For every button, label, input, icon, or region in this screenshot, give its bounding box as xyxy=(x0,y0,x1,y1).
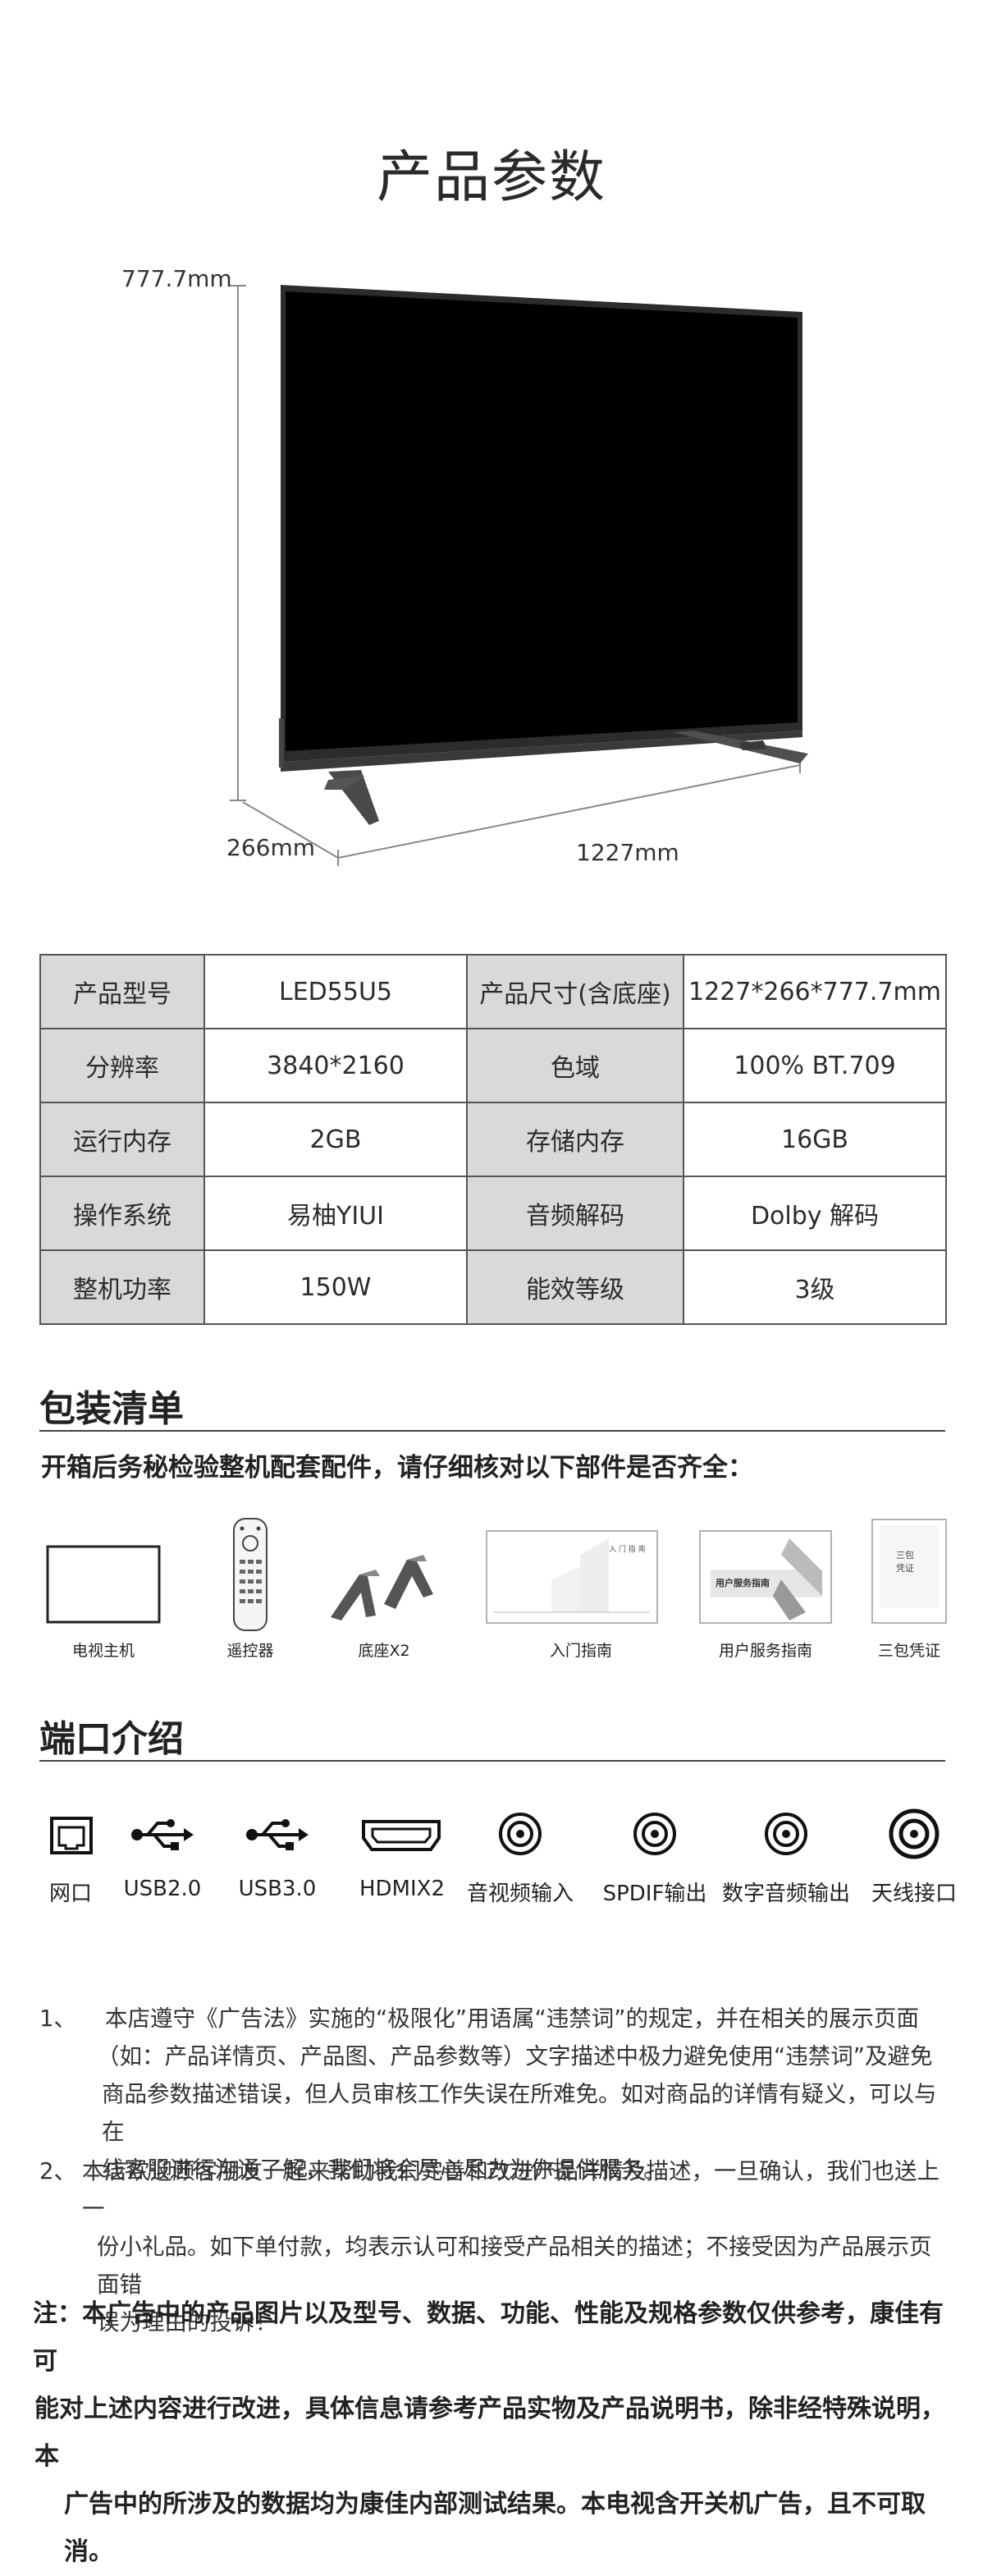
disclaimer: 注：本广告中的产品图片以及型号、数据、功能、性能及规格参数仅供参考，康佳有可 能… xyxy=(33,2290,952,2576)
port-label: SPDIF输出 xyxy=(602,1882,707,1906)
width-dimension-line xyxy=(337,757,801,866)
spec-key: 存储内存 xyxy=(466,1102,684,1177)
spec-value: 3级 xyxy=(683,1249,947,1325)
port-label: 天线接口 xyxy=(871,1882,957,1906)
antenna-icon xyxy=(889,1808,940,1859)
disclaimer-line: 注：本广告中的产品图片以及型号、数据、功能、性能及规格参数仅供参考，康佳有可 xyxy=(33,2299,944,2376)
port-label: 网口 xyxy=(48,1882,92,1906)
port-label: HDMIX2 xyxy=(359,1877,446,1901)
spec-row: 运行内存 2GB 存储内存 16GB xyxy=(39,1102,947,1177)
quick-guide-icon: 入 门 指 南 xyxy=(486,1530,658,1624)
depth-dimension-line xyxy=(242,801,339,859)
spec-key: 能效等级 xyxy=(466,1249,684,1325)
package-item-label: 用户服务指南 xyxy=(718,1642,812,1660)
spec-key: 运行内存 xyxy=(39,1102,205,1177)
spec-key: 色域 xyxy=(466,1028,684,1103)
package-item-label: 底座X2 xyxy=(358,1642,410,1660)
spec-key: 分辨率 xyxy=(39,1028,205,1103)
spec-key: 产品尺寸(含底座) xyxy=(466,954,684,1029)
note-number: 2、 xyxy=(39,2158,76,2184)
stand-icon xyxy=(331,1555,433,1620)
port-label: 数字音频输出 xyxy=(721,1882,850,1906)
disclaimer-line: 能对上述内容进行改进，具体信息请参考产品实物及产品说明书，除非经特殊说明，本 xyxy=(34,2395,945,2471)
svg-text:三包: 三包 xyxy=(896,1550,914,1561)
spec-row: 操作系统 易柚YIUI 音频解码 Dolby 解码 xyxy=(39,1176,947,1251)
package-item-label: 遥控器 xyxy=(226,1642,274,1660)
height-dimension-line xyxy=(230,285,246,801)
svg-text:凭证: 凭证 xyxy=(896,1562,914,1574)
digital-audio-icon xyxy=(765,1813,807,1855)
spec-table: 产品型号 LED55U5 产品尺寸(含底座) 1227*266*777.7mm … xyxy=(39,954,947,1325)
ports-section-title: 端口介绍 xyxy=(39,1718,184,1760)
package-section-divider xyxy=(39,1430,945,1432)
height-label: 777.7mm xyxy=(121,265,232,292)
spec-key: 音频解码 xyxy=(466,1176,684,1251)
spec-value: 100% BT.709 xyxy=(683,1028,947,1103)
note-line: （如：产品详情页、产品图、产品参数等）文字描述中极力避免使用“违禁词”及避免 xyxy=(97,2043,933,2070)
usb-icon xyxy=(246,1819,309,1850)
service-guide-icon: 用户服务指南 xyxy=(699,1530,832,1624)
note-line: 份小礼品。如下单付款，均表示认可和接受产品相关的描述；不接受因为产品展示页面错 xyxy=(97,2234,932,2298)
page-title: 产品参数 xyxy=(376,145,606,210)
port-label: 音视频输入 xyxy=(466,1882,574,1906)
av-input-icon xyxy=(499,1813,542,1855)
spec-value: 易柚YIUI xyxy=(203,1176,468,1251)
package-item-label: 电视主机 xyxy=(71,1642,135,1660)
note-1: 1、 本店遵守《广告法》实施的“极限化”用语属“违禁词”的规定，并在相关的展示页… xyxy=(39,2000,950,2189)
width-label: 1227mm xyxy=(576,839,679,866)
disclaimer-line: 广告中的所涉及的数据均为康佳内部测试结果。本电视含开关机广告，且不可取消。 xyxy=(64,2490,926,2566)
spec-row: 分辨率 3840*2160 色域 100% BT.709 xyxy=(39,1028,947,1103)
spec-key: 操作系统 xyxy=(39,1176,205,1251)
hdmi-icon xyxy=(362,1820,441,1851)
tv-diagram xyxy=(0,246,983,903)
spec-value: 16GB xyxy=(683,1102,947,1177)
tv-unit-illustration xyxy=(279,285,808,825)
spec-value: 2GB xyxy=(203,1102,468,1177)
package-item-label: 三包凭证 xyxy=(877,1642,940,1660)
spec-key: 整机功率 xyxy=(39,1249,205,1325)
spec-row: 整机功率 150W 能效等级 3级 xyxy=(39,1249,947,1325)
depth-label: 266mm xyxy=(226,834,315,861)
package-item-label: 入门指南 xyxy=(549,1642,612,1660)
port-label: USB3.0 xyxy=(238,1877,317,1901)
spec-value: 3840*2160 xyxy=(203,1028,468,1103)
tv-unit-icon xyxy=(46,1545,161,1624)
note-line: 线客服进行沟通了解，我们将会尽心尽力为你提供服务。 xyxy=(102,2157,666,2183)
spec-value: Dolby 解码 xyxy=(683,1176,947,1251)
spec-key: 产品型号 xyxy=(39,954,205,1029)
package-items: 入 门 指 南 用户服务指南 三包 凭证 电视主机 遥控器 底座X2 入门指南 … xyxy=(0,1502,983,1666)
spec-row: 产品型号 LED55U5 产品尺寸(含底座) 1227*266*777.7mm xyxy=(39,954,947,1029)
remote-control-icon xyxy=(233,1518,267,1631)
spec-value: 150W xyxy=(203,1249,468,1325)
usb-icon xyxy=(131,1819,194,1850)
note-line: 本店遵守《广告法》实施的“极限化”用语属“违禁词”的规定，并在相关的展示页面 xyxy=(105,2005,919,2032)
note-line: 误为理由的投诉！ xyxy=(97,2309,277,2335)
spdif-icon xyxy=(633,1813,676,1855)
svg-text:用户服务指南: 用户服务指南 xyxy=(716,1577,770,1588)
port-items: 网口 USB2.0 USB3.0 HDMIX2 音视频输入 SPDIF输出 数字… xyxy=(0,1798,983,1921)
ethernet-icon xyxy=(50,1817,93,1854)
note-2: 2、 本店欢迎顾客朋友一起来帮助我们完善和改进产品详情及描述，一旦确认，我们也送… xyxy=(39,2152,950,2341)
package-section-title: 包装清单 xyxy=(39,1388,184,1430)
package-subtitle: 开箱后务秘检验整机配套配件，请仔细核对以下部件是否齐全： xyxy=(41,1453,753,1483)
warranty-card-icon: 三包 凭证 xyxy=(871,1519,947,1624)
ports-section-divider xyxy=(39,1760,945,1762)
spec-value: 1227*266*777.7mm xyxy=(683,954,947,1029)
port-label: USB2.0 xyxy=(123,1877,202,1901)
note-number: 1、 xyxy=(39,2005,76,2032)
note-line: 本店欢迎顾客朋友一起来帮助我们完善和改进产品详情及描述，一旦确认，我们也送上一 xyxy=(82,2158,940,2222)
spec-value: LED55U5 xyxy=(203,954,468,1029)
svg-text:入 门 指 南: 入 门 指 南 xyxy=(609,1544,646,1554)
note-line: 商品参数描述错误，但人员审核工作失误在所难免。如对商品的详情有疑义，可以与在 xyxy=(102,2081,937,2145)
